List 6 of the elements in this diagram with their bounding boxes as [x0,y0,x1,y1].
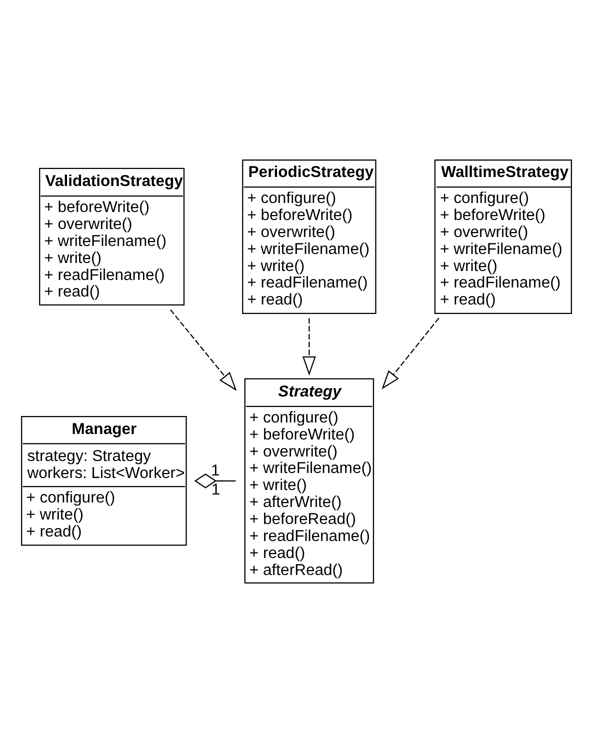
arrow [170,309,237,391]
label: 1 [210,462,220,480]
label: 1 [211,482,220,499]
arrow [382,318,440,390]
arrow [302,318,316,376]
connector [194,473,236,488]
